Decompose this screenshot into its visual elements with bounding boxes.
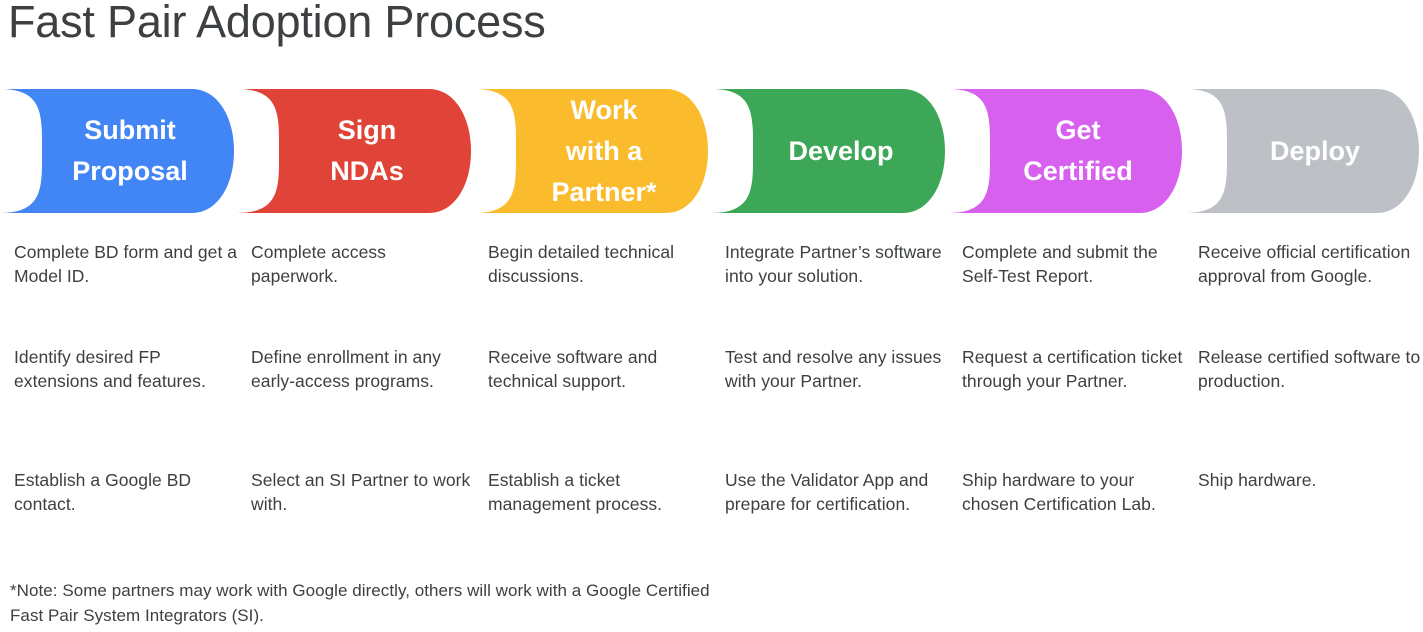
detail-item: Complete BD form and get a Model ID. [14,242,238,286]
chevron-shape-icon [237,89,471,213]
detail-item: Integrate Partner’s software into your s… [725,242,942,286]
detail-item: Define enrollment in any early-access pr… [251,347,441,391]
detail-item: Identify desired FP extensions and featu… [14,347,206,391]
process-step-develop[interactable]: Develop [711,89,945,213]
detail-item: Complete and submit the Self-Test Report… [962,242,1158,286]
detail-item: Complete access paperwork. [251,242,386,286]
detail-item: Test and resolve any issues with your Pa… [725,347,942,391]
chevron-shape-icon [0,89,234,213]
detail-item: Begin detailed technical discussions. [488,242,675,286]
detail-item: Request a certification ticket through y… [962,347,1183,391]
detail-item: Establish a Google BD contact. [14,470,192,514]
chevron-shape-icon [1185,89,1419,213]
detail-item: Release certified software to production… [1198,347,1421,391]
steps-detail-grid: Complete BD form and get a Model ID. Iden… [0,240,1423,550]
detail-item: Select an SI Partner to work with. [251,470,471,514]
detail-item: Receive official certification approval … [1198,242,1411,286]
chevron-shape-icon [474,89,708,213]
detail-item: Receive software and technical support. [488,347,658,391]
page-title: Fast Pair Adoption Process [8,0,546,47]
detail-item: Use the Validator App and prepare for ce… [725,470,929,514]
detail-item: Ship hardware. [1198,470,1317,490]
chevron-shape-icon [711,89,945,213]
detail-item: Ship hardware to your chosen Certificati… [962,470,1156,514]
process-step-deploy[interactable]: Deploy [1185,89,1419,213]
footnote-note: *Note: Some partners may work with Googl… [10,581,710,625]
chevron-shape-icon [948,89,1182,213]
detail-item: Establish a ticket management process. [488,470,663,514]
